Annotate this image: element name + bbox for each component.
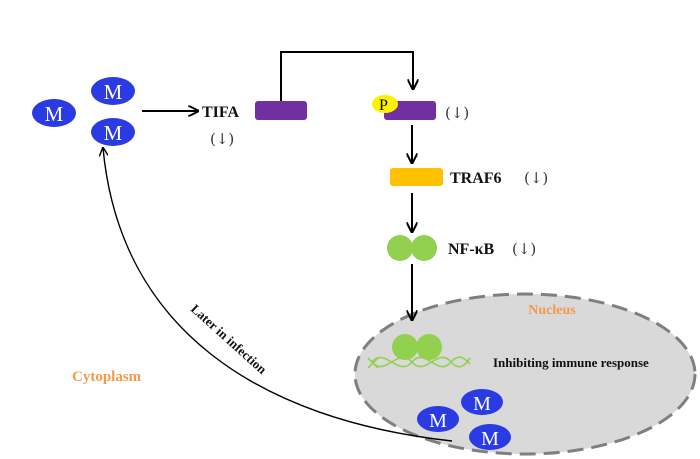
m-protein-cluster-nucleus: M M M xyxy=(417,389,511,450)
m-protein: M xyxy=(461,389,503,415)
phospho-group xyxy=(372,95,398,113)
phospho-label: P xyxy=(379,97,388,114)
m-protein: M xyxy=(417,406,459,432)
svg-text:M: M xyxy=(481,428,499,450)
traf6-bar xyxy=(390,168,443,186)
svg-text:M: M xyxy=(473,393,491,415)
nucleus: Nucleus xyxy=(353,292,697,456)
m-protein: M xyxy=(91,118,135,146)
nfkb-dimer-bound xyxy=(392,334,442,360)
tifa-change: (↓) xyxy=(210,130,234,148)
dna-helix xyxy=(367,356,471,369)
arrow-tifa-to-ptifa xyxy=(280,51,413,101)
nfkb-dimer xyxy=(387,235,437,261)
nucleus-membrane xyxy=(353,292,697,456)
nfkb-label: NF-κB xyxy=(448,241,495,258)
ptifa-change: (↓) xyxy=(445,104,469,122)
nucleus-label: Nucleus xyxy=(528,303,576,318)
tifa-bar xyxy=(255,101,307,120)
nfkb-change: (↓) xyxy=(512,240,536,258)
traf6-label: TRAF6 xyxy=(450,170,502,187)
tifa-label: TIFA xyxy=(202,104,239,121)
cytoplasm-label: Cytoplasm xyxy=(72,369,142,385)
traf6-change: (↓) xyxy=(524,169,548,187)
m-protein: M xyxy=(469,424,511,450)
feedback-label: Later in infection xyxy=(188,301,270,377)
svg-text:M: M xyxy=(45,102,64,126)
nucleus-effect-label: Inhibiting immune response xyxy=(493,355,649,370)
feedback-arrow xyxy=(103,148,453,442)
svg-text:M: M xyxy=(429,410,447,432)
svg-text:M: M xyxy=(104,80,123,104)
svg-text:M: M xyxy=(104,121,123,145)
m-protein-cluster-cytoplasm: M M M xyxy=(32,77,135,146)
m-protein: M xyxy=(32,99,76,127)
m-protein: M xyxy=(91,77,135,105)
